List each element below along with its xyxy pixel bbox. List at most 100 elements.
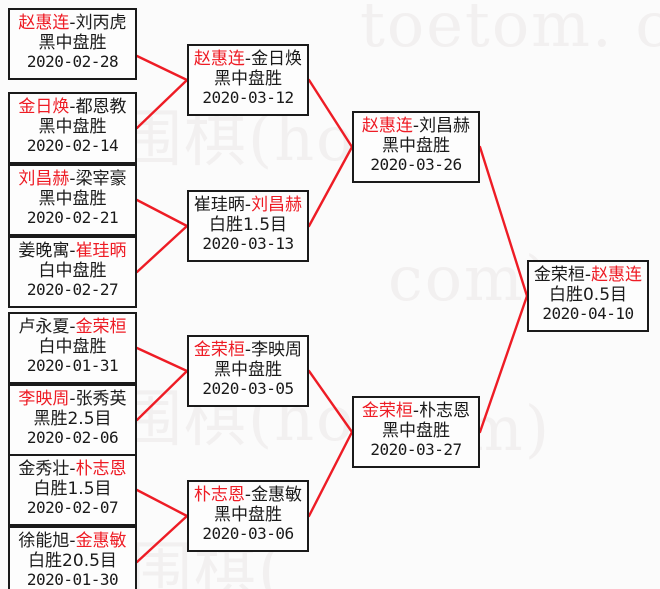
match-box-r1-3[interactable]: 刘昌赫-梁宰豪 黑中盘胜 2020-02-21 <box>8 164 137 236</box>
match-result: 黑中盘胜 <box>38 189 107 210</box>
player-left: 金日焕 <box>18 97 70 117</box>
match-date: 2020-01-31 <box>26 356 119 376</box>
match-date: 2020-04-10 <box>542 304 634 324</box>
vs-dash: - <box>69 13 76 33</box>
watermark-text: toetom. com) <box>360 0 660 61</box>
match-box-final[interactable]: 金荣桓-赵惠连 白胜0.5目 2020-04-10 <box>527 260 649 332</box>
match-date: 2020-03-06 <box>202 524 294 544</box>
player-left: 赵惠连 <box>18 13 70 33</box>
match-players: 姜晚寓-崔珪昞 <box>10 241 135 261</box>
match-result: 黑中盘胜 <box>214 360 282 381</box>
player-right: 赵惠连 <box>591 265 643 285</box>
match-box-r1-4[interactable]: 姜晚寓-崔珪昞 白中盘胜 2020-02-27 <box>8 236 137 308</box>
player-left: 崔珪昞 <box>193 195 245 215</box>
connector-line <box>135 514 189 564</box>
match-players: 赵惠连-刘丙虎 <box>10 13 135 33</box>
match-result: 黑中盘胜 <box>214 69 282 90</box>
match-players: 刘昌赫-梁宰豪 <box>10 169 135 189</box>
player-left: 赵惠连 <box>193 49 245 69</box>
match-date: 2020-02-14 <box>26 136 119 156</box>
match-players: 赵惠连-刘昌赫 <box>354 116 478 136</box>
player-left: 徐能旭 <box>18 531 70 551</box>
match-players: 金荣桓-李映周 <box>189 340 307 360</box>
match-date: 2020-03-26 <box>370 155 462 175</box>
match-players: 卢永夏-金荣桓 <box>10 317 135 337</box>
match-box-r2-3[interactable]: 金荣桓-李映周 黑中盘胜 2020-03-05 <box>187 335 309 407</box>
match-players: 赵惠连-金日焕 <box>189 49 307 69</box>
vs-dash: - <box>69 317 76 337</box>
connector-line <box>307 369 354 434</box>
connector-line <box>135 346 189 373</box>
player-right: 刘昌赫 <box>251 195 303 215</box>
vs-dash: - <box>244 485 252 505</box>
player-right: 金荣桓 <box>75 317 127 337</box>
player-right: 朴志恩 <box>75 459 127 479</box>
player-right: 李映周 <box>251 340 303 360</box>
connector-line <box>135 224 189 274</box>
player-right: 金惠敏 <box>75 531 127 551</box>
vs-dash: - <box>69 241 76 261</box>
connector-line <box>135 369 189 422</box>
match-players: 李映周-张秀英 <box>10 389 135 409</box>
vs-dash: - <box>69 169 76 189</box>
match-result: 白胜20.5目 <box>28 551 117 572</box>
match-result: 黑中盘胜 <box>382 136 450 157</box>
match-box-r1-1[interactable]: 赵惠连-刘丙虎 黑中盘胜 2020-02-28 <box>8 8 137 80</box>
connector-line <box>307 430 354 518</box>
match-players: 金荣桓-朴志恩 <box>354 401 478 421</box>
match-box-r1-5[interactable]: 卢永夏-金荣桓 白中盘胜 2020-01-31 <box>8 312 137 384</box>
vs-dash: - <box>244 49 252 69</box>
match-result: 黑中盘胜 <box>38 33 107 54</box>
match-box-r1-8[interactable]: 徐能旭-金惠敏 白胜20.5目 2020-01-30 <box>8 526 137 589</box>
vs-dash: - <box>244 195 252 215</box>
match-players: 徐能旭-金惠敏 <box>10 531 135 551</box>
player-left: 卢永夏 <box>18 317 70 337</box>
match-box-r1-7[interactable]: 金秀壮-朴志恩 白胜1.5目 2020-02-07 <box>8 454 137 526</box>
match-players: 金荣桓-赵惠连 <box>529 265 647 285</box>
player-right: 张秀英 <box>75 389 127 409</box>
match-box-semifinal-1[interactable]: 赵惠连-刘昌赫 黑中盘胜 2020-03-26 <box>352 111 480 183</box>
connector-line <box>478 145 529 298</box>
player-left: 姜晚寓 <box>18 241 70 261</box>
match-players: 崔珪昞-刘昌赫 <box>189 195 307 215</box>
player-left: 刘昌赫 <box>18 169 70 189</box>
vs-dash: - <box>69 459 76 479</box>
match-players: 金日焕-都恩教 <box>10 97 135 117</box>
match-date: 2020-02-06 <box>26 428 119 448</box>
match-players: 朴志恩-金惠敏 <box>189 485 307 505</box>
match-date: 2020-02-07 <box>26 498 119 518</box>
match-box-r2-2[interactable]: 崔珪昞-刘昌赫 白胜1.5目 2020-03-13 <box>187 190 309 262</box>
match-result: 白胜1.5目 <box>33 479 112 500</box>
match-date: 2020-02-27 <box>26 280 119 300</box>
match-box-semifinal-2[interactable]: 金荣桓-朴志恩 黑中盘胜 2020-03-27 <box>352 396 480 468</box>
connector-line <box>307 145 354 228</box>
player-right: 朴志恩 <box>419 401 471 421</box>
match-result: 黑中盘胜 <box>382 421 450 442</box>
match-result: 白中盘胜 <box>38 337 107 358</box>
connector-line <box>135 198 189 228</box>
match-result: 黑中盘胜 <box>214 505 282 526</box>
player-left: 金荣桓 <box>193 340 245 360</box>
match-date: 2020-02-21 <box>26 208 119 228</box>
player-left: 朴志恩 <box>193 485 245 505</box>
player-right: 崔珪昞 <box>75 241 127 261</box>
match-box-r1-2[interactable]: 金日焕-都恩教 黑中盘胜 2020-02-14 <box>8 92 137 164</box>
player-right: 刘昌赫 <box>419 116 471 136</box>
vs-dash: - <box>412 401 420 421</box>
match-players: 金秀壮-朴志恩 <box>10 459 135 479</box>
match-result: 黑胜2.5目 <box>33 409 112 430</box>
match-box-r2-1[interactable]: 赵惠连-金日焕 黑中盘胜 2020-03-12 <box>187 44 309 116</box>
player-right: 梁宰豪 <box>75 169 127 189</box>
match-box-r1-6[interactable]: 李映周-张秀英 黑胜2.5目 2020-02-06 <box>8 384 137 456</box>
player-right: 金惠敏 <box>251 485 303 505</box>
connector-line <box>135 78 189 130</box>
match-result: 黑中盘胜 <box>38 117 107 138</box>
match-date: 2020-01-30 <box>26 570 119 589</box>
player-left: 金荣桓 <box>361 401 413 421</box>
match-result: 白中盘胜 <box>38 261 107 282</box>
match-date: 2020-03-05 <box>202 379 294 399</box>
player-left: 赵惠连 <box>361 116 413 136</box>
vs-dash: - <box>69 531 76 551</box>
match-date: 2020-03-12 <box>202 88 294 108</box>
match-box-r2-4[interactable]: 朴志恩-金惠敏 黑中盘胜 2020-03-06 <box>187 480 309 552</box>
